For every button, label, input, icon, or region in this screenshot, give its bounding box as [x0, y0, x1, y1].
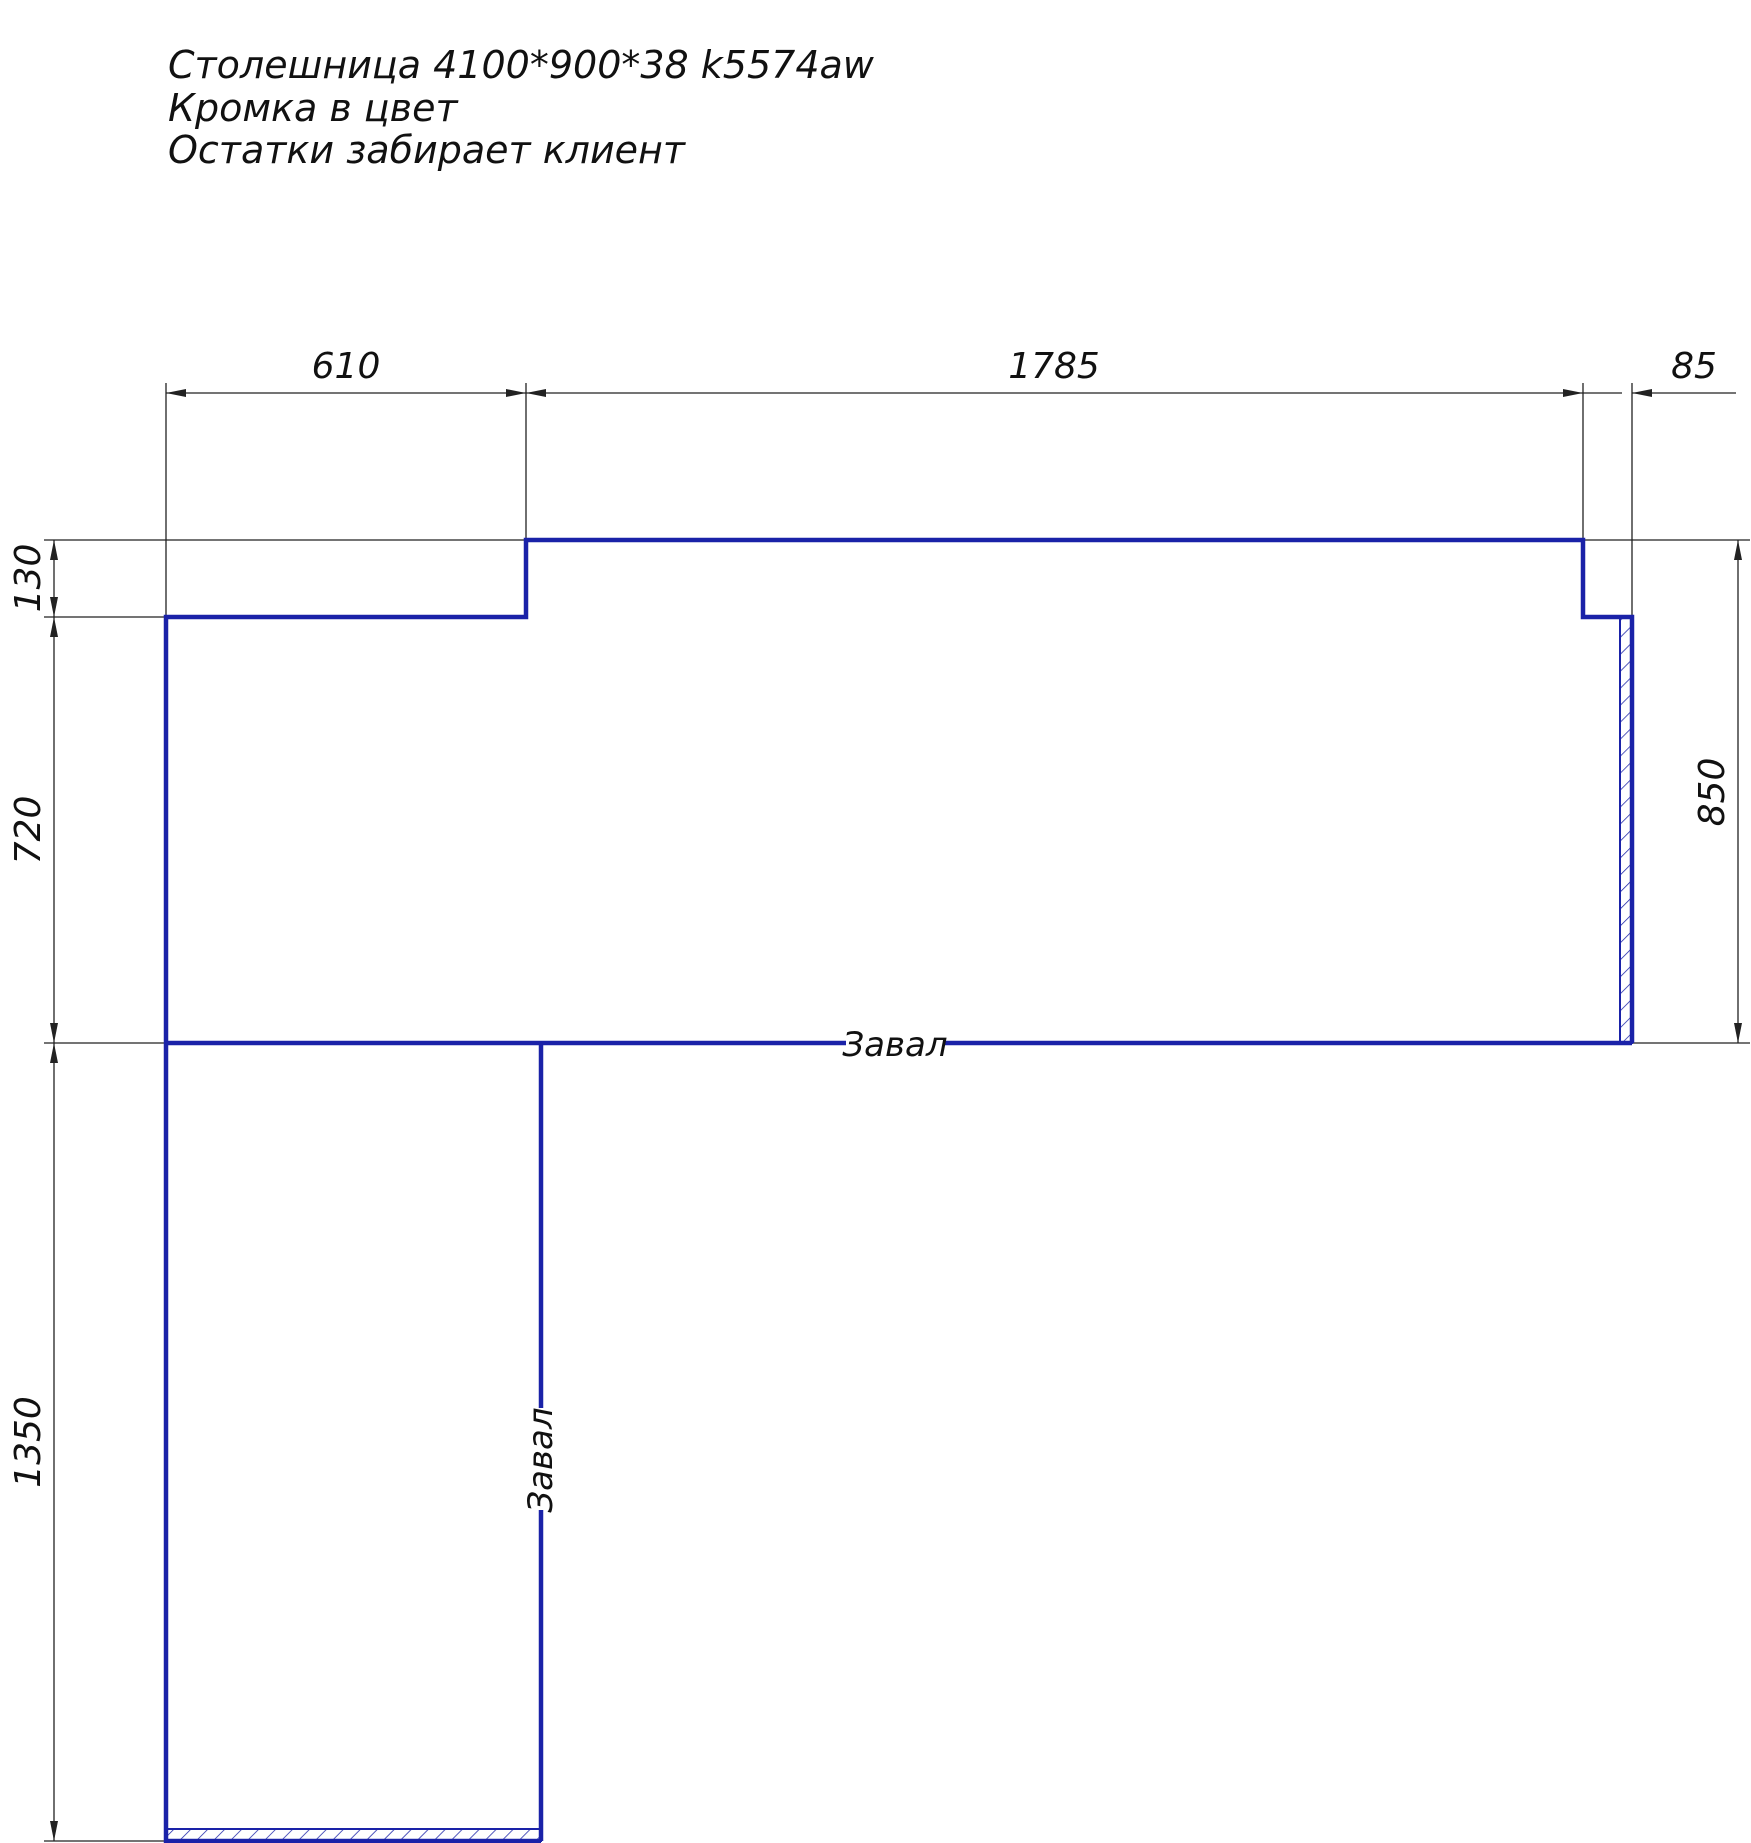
dim-text-610: 610 — [312, 346, 381, 387]
dim-text-850: 850 — [1692, 758, 1733, 827]
vertical-edge-label: Завал — [521, 1407, 561, 1512]
note-line-1: Столешница 4100*900*38 k5574aw — [168, 43, 875, 87]
note-line-3: Остатки забирает клиент — [168, 128, 687, 172]
dimension-texts: 610 1785 85 130 720 1350 850 — [8, 346, 1733, 1488]
dim-text-720: 720 — [8, 796, 49, 865]
edge-labels: Завал Завал — [521, 1025, 948, 1513]
horizontal-edge-label: Завал — [842, 1025, 947, 1065]
dim-text-130: 130 — [8, 544, 49, 613]
upper-panel-outline — [163, 537, 1635, 1043]
notes-block: Столешница 4100*900*38 k5574aw Кромка в … — [168, 43, 875, 172]
countertop-outline — [163, 537, 1635, 1843]
bottom-edge-hatch — [165, 1828, 542, 1842]
dim-text-1350: 1350 — [8, 1396, 49, 1488]
dim-text-1785: 1785 — [1008, 346, 1100, 387]
lower-leg-outline — [163, 1043, 541, 1843]
right-edge-hatch — [1619, 616, 1633, 1044]
note-line-2: Кромка в цвет — [168, 86, 459, 130]
dimension-lines — [50, 389, 1742, 1841]
dim-text-85: 85 — [1671, 346, 1717, 387]
extension-lines — [44, 383, 1750, 1842]
